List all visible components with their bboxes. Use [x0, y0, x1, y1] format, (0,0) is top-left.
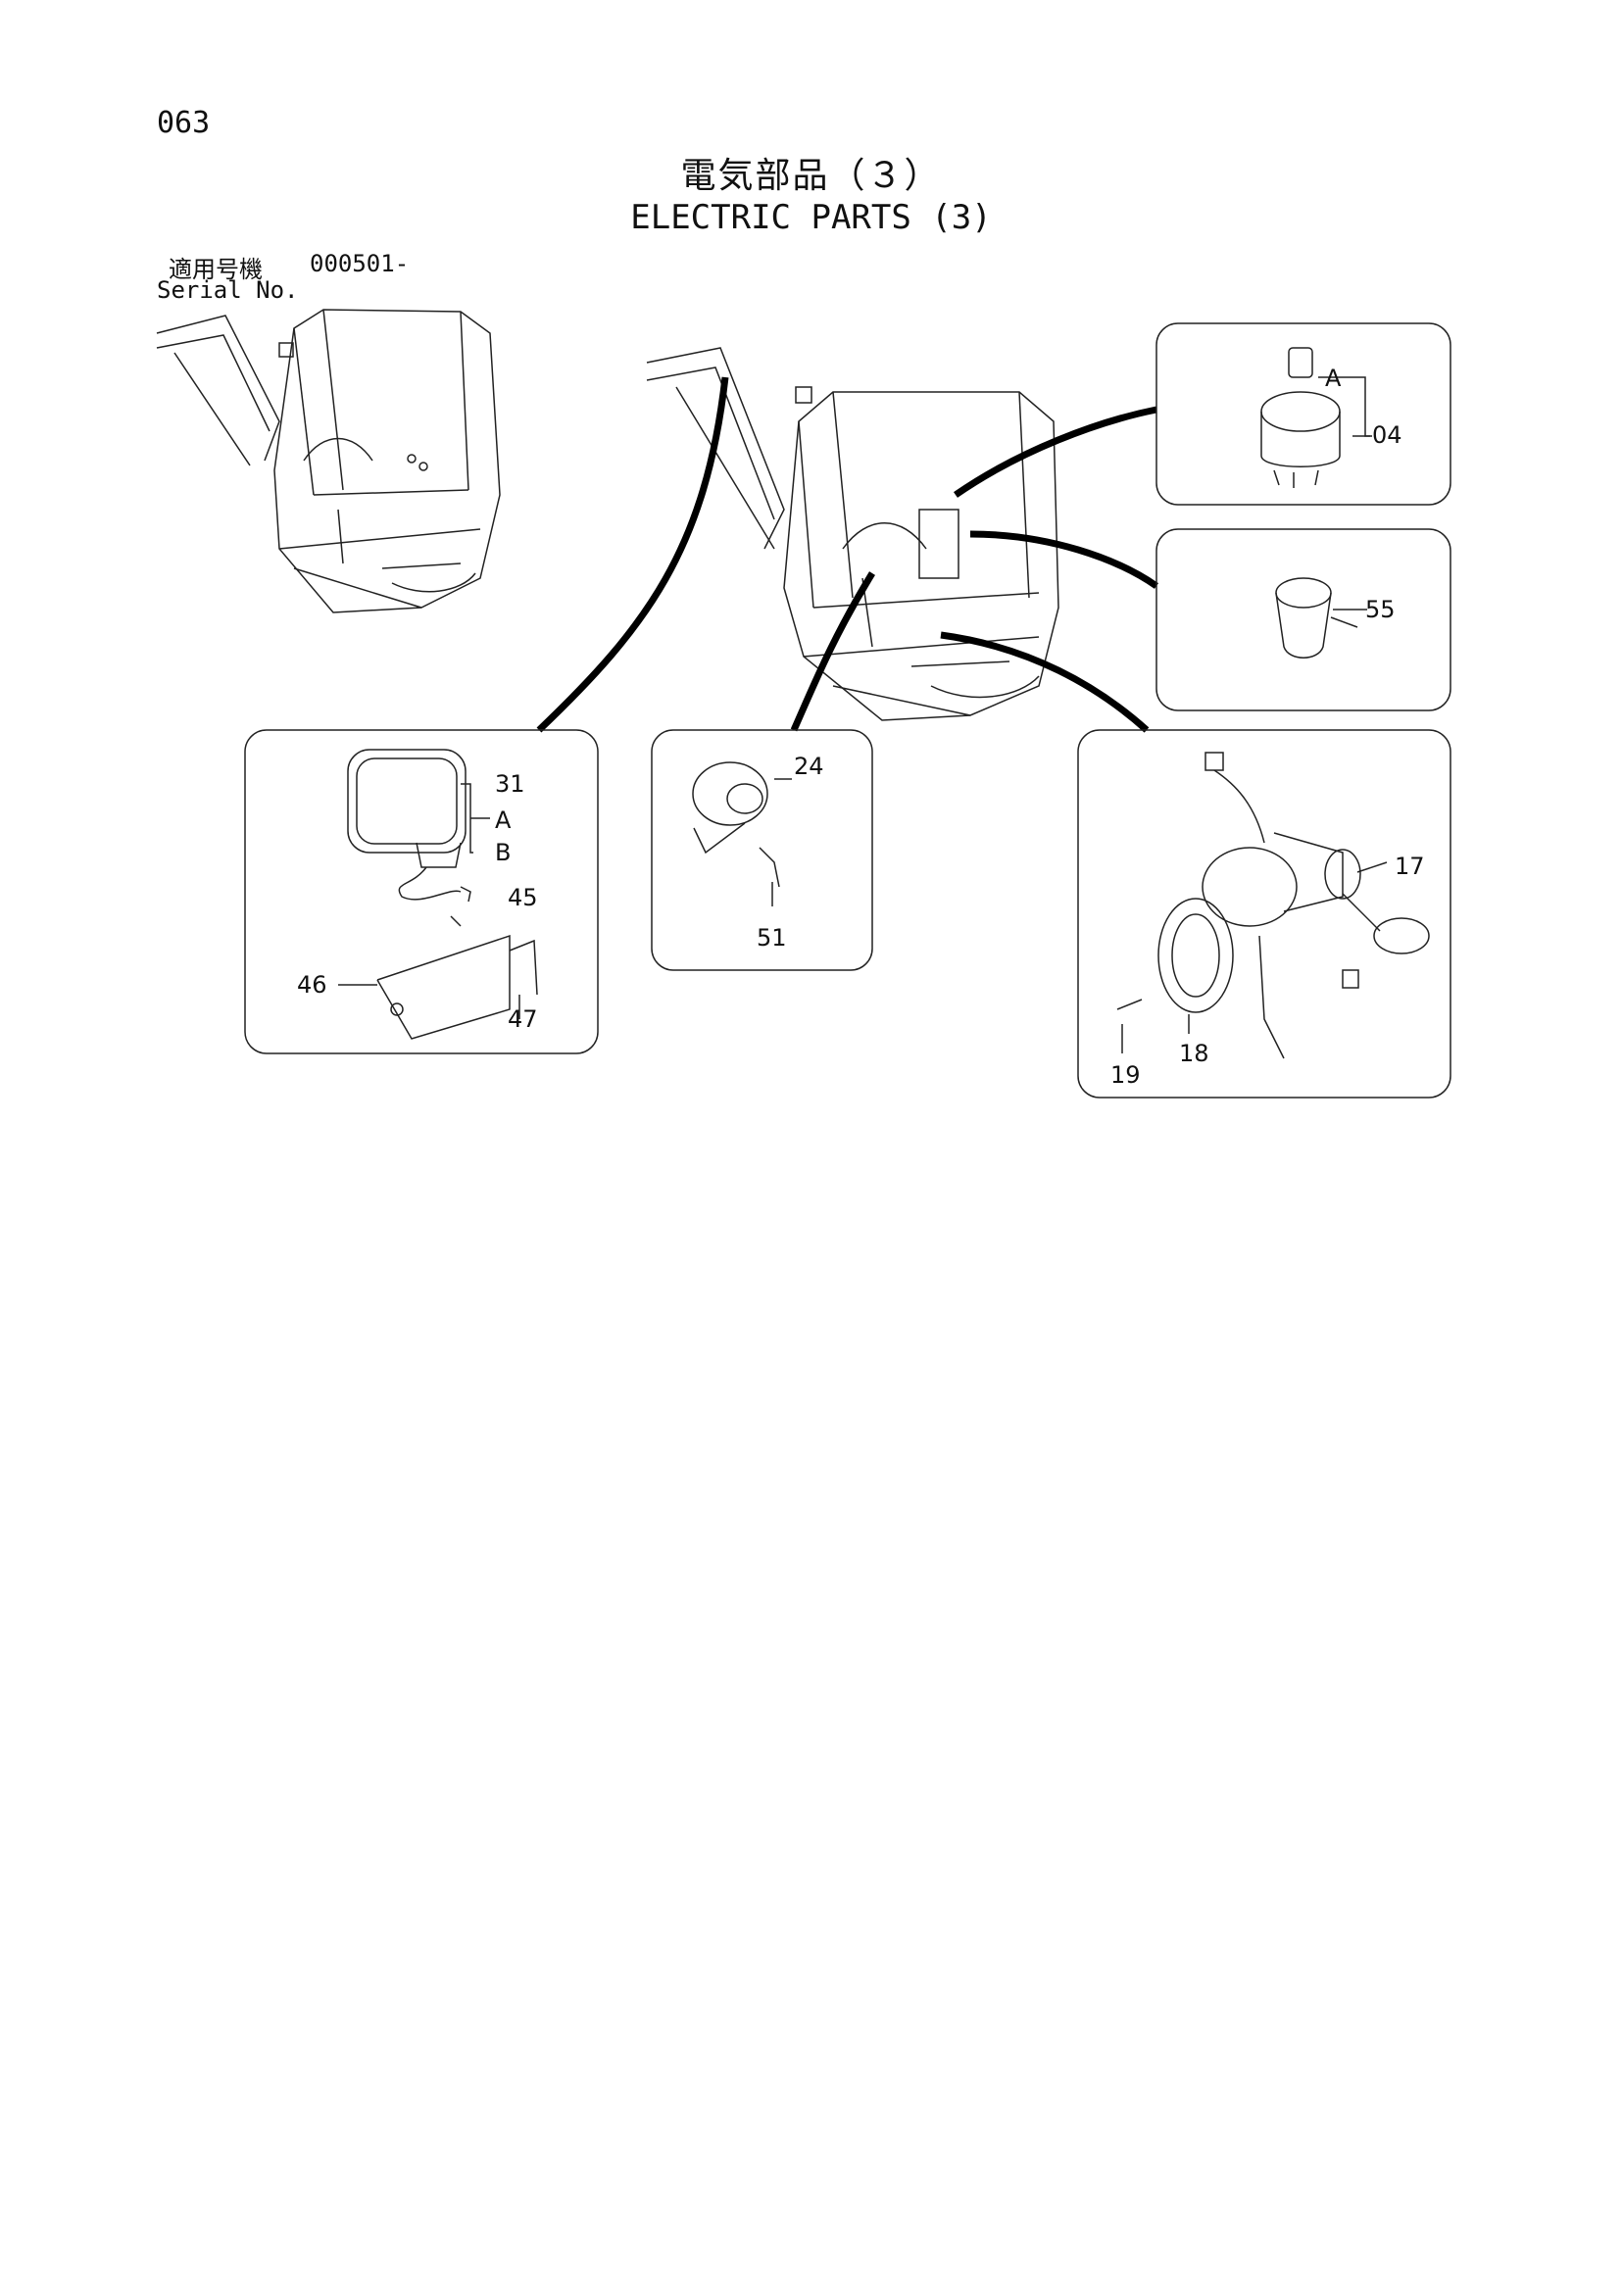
callout-04: 04	[1372, 421, 1402, 449]
callout-17: 17	[1395, 853, 1425, 880]
callout-51: 51	[757, 924, 787, 952]
page-title-english: ELECTRIC PARTS (3)	[630, 198, 992, 237]
main-excavator-illustration	[646, 347, 1059, 721]
serial-number-value: 000501-	[310, 250, 410, 277]
overview-excavator-illustration	[156, 309, 501, 613]
serial-label-japanese: 適用号機	[169, 256, 263, 283]
detail-box-fuel-sender	[1077, 729, 1451, 1099]
callout-45: 45	[508, 884, 538, 911]
leader-lines	[536, 376, 1159, 733]
callout-24: 24	[794, 753, 824, 780]
page-title-japanese: 電気部品（３）	[680, 156, 942, 196]
detail-box-key-switch	[1155, 322, 1451, 506]
detail-box-fuel-cap	[1155, 528, 1451, 711]
callout-31: 31	[495, 770, 525, 798]
callout-46: 46	[297, 971, 327, 999]
callout-18: 18	[1179, 1040, 1209, 1067]
callout-B-work-light: B	[495, 839, 511, 866]
page-number: 063	[157, 106, 211, 140]
callout-A-key-switch: A	[1325, 365, 1342, 392]
callout-A-work-light: A	[495, 806, 512, 834]
serial-label-english: Serial No.	[157, 276, 299, 304]
callout-19: 19	[1110, 1061, 1141, 1089]
callout-47: 47	[508, 1005, 538, 1033]
callout-55: 55	[1365, 596, 1396, 623]
detail-box-work-light	[244, 729, 599, 1054]
detail-box-horn	[651, 729, 873, 971]
